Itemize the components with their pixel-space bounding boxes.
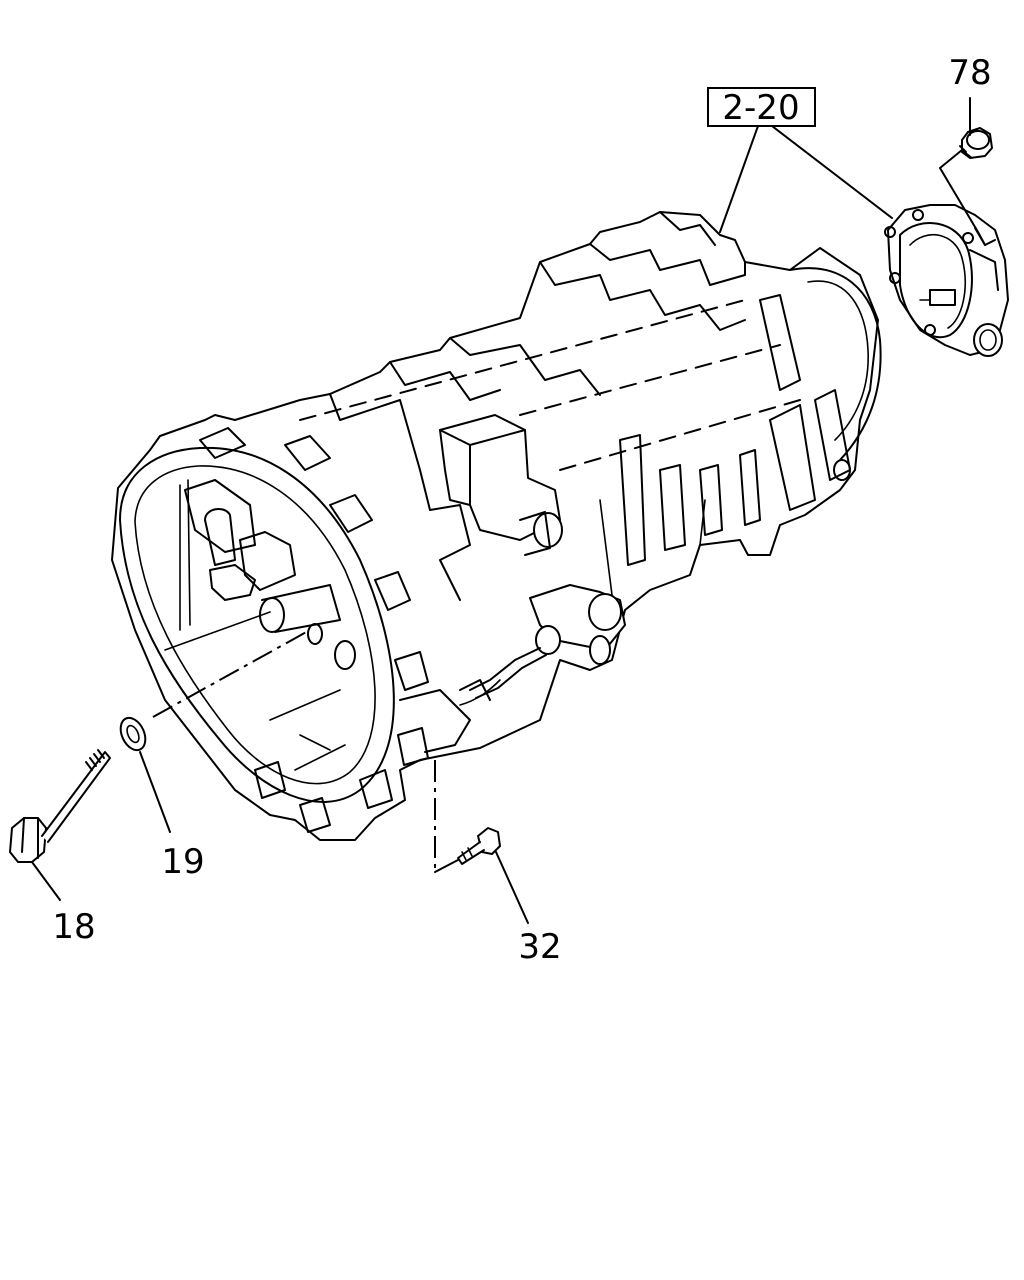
- callout-label-32: 32: [518, 927, 561, 967]
- callout-label-18: 18: [52, 907, 95, 947]
- callout-label-2-20: 2-20: [722, 88, 799, 128]
- callout-group-2-20: 2-20: [707, 87, 816, 128]
- callout-label-78: 78: [948, 53, 991, 93]
- leader-lines: [31, 97, 986, 924]
- callout-label-19: 19: [161, 842, 204, 882]
- flat-washer: [119, 716, 147, 752]
- extension-housing: [884, 204, 1009, 357]
- hex-bolt-long: [9, 749, 111, 863]
- transmission-assembly: [111, 211, 882, 841]
- drain-plug: [959, 127, 993, 159]
- hex-bolt-short: [457, 827, 501, 865]
